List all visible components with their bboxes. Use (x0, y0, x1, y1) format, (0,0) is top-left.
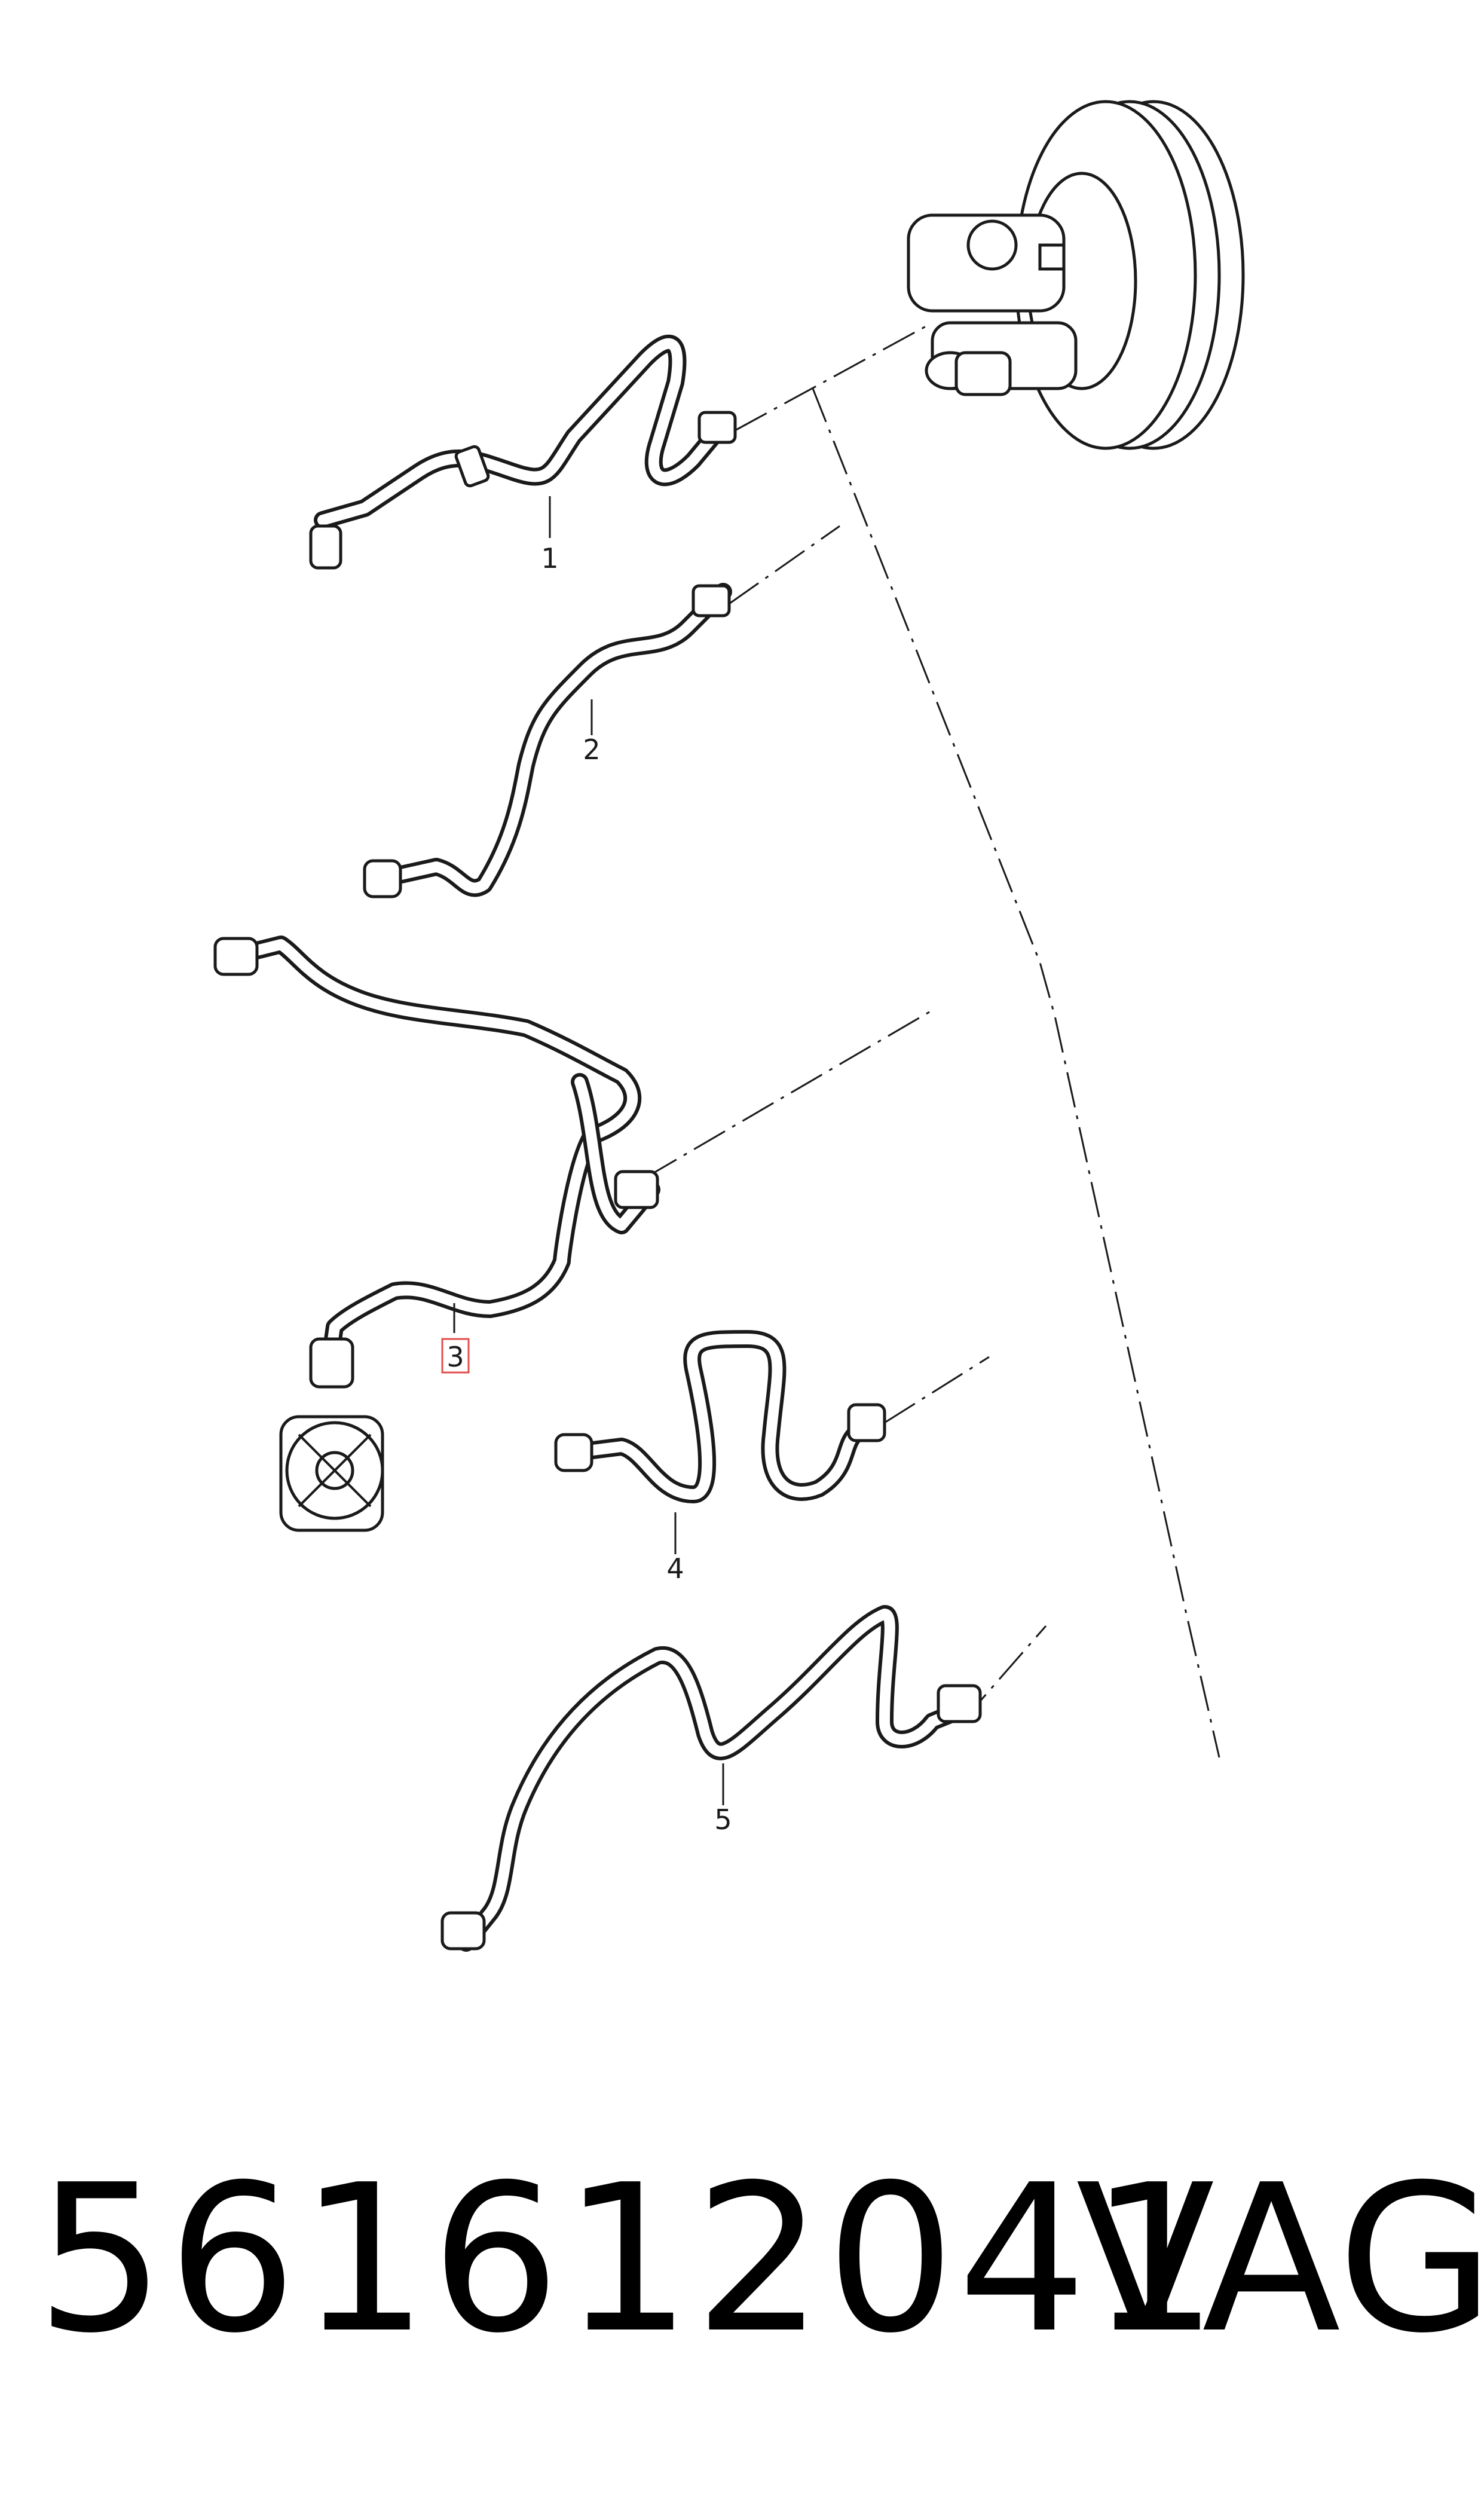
vacuum-hose-diagram: 1 2 3 4 5 (213, 100, 1245, 1952)
brake-booster (907, 100, 1245, 450)
brand-label: VAG (1076, 2141, 1484, 2378)
callout-5: 5 (714, 1803, 732, 1836)
callout-3: 3 (446, 1341, 464, 1373)
hose-5 (440, 1605, 982, 1952)
hose-4 (554, 1330, 886, 1554)
callout-1: 1 (541, 542, 558, 574)
callout-2: 2 (583, 733, 600, 766)
callout-4: 4 (666, 1552, 684, 1585)
hose-1 (309, 334, 737, 570)
part-number: 561612041 (36, 2141, 1221, 2378)
hose-3 (213, 936, 660, 1532)
hose-2 (363, 583, 732, 898)
vacuum-pump (279, 1415, 384, 1532)
callout-3-highlight (441, 1338, 470, 1374)
